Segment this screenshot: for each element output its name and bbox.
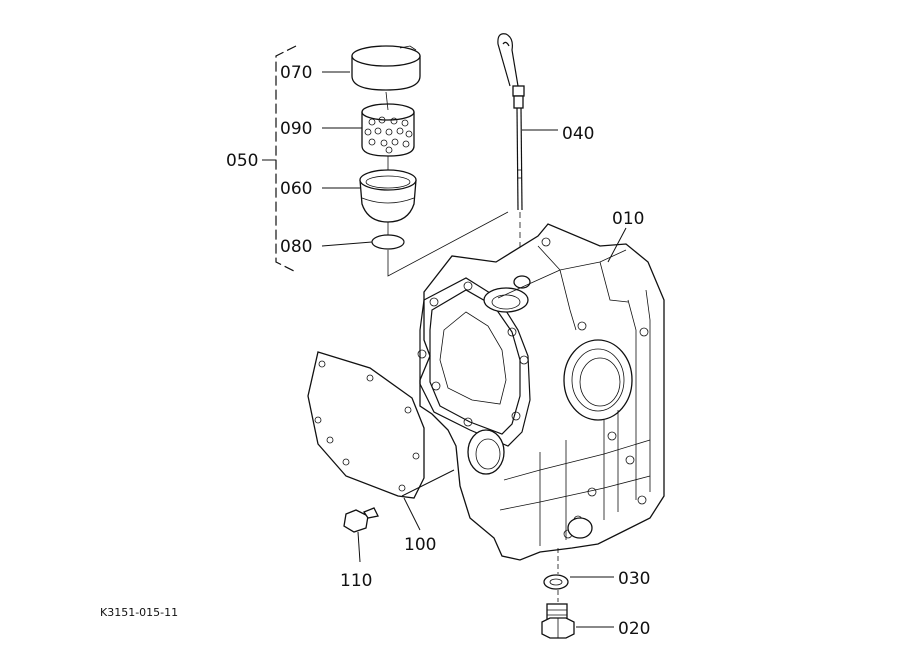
part-020-drain-plug[interactable] <box>541 603 575 639</box>
part-060-filter-case[interactable] <box>359 169 417 223</box>
part-040-dipstick[interactable] <box>497 33 525 270</box>
assembly-bracket-050 <box>262 45 297 273</box>
leader-lines <box>321 71 614 628</box>
part-010-transmission-case[interactable] <box>417 223 665 561</box>
assembly-centerline-050 <box>385 91 509 277</box>
callout-090: 090 <box>280 119 312 139</box>
part-090-strainer-mesh[interactable] <box>361 103 415 157</box>
drawing-code: K3151-015-11 <box>100 606 178 619</box>
callout-080: 080 <box>280 237 312 257</box>
part-070-filter-cap[interactable] <box>351 45 421 91</box>
callout-100: 100 <box>404 535 436 555</box>
part-080-o-ring[interactable] <box>371 234 405 250</box>
callout-060: 060 <box>280 179 312 199</box>
part-100-gasket[interactable] <box>307 351 455 531</box>
callout-110: 110 <box>340 571 372 591</box>
callout-050: 050 <box>226 151 258 171</box>
callout-030: 030 <box>618 569 650 589</box>
part-110-bolt[interactable] <box>343 507 379 563</box>
callout-010: 010 <box>612 209 644 229</box>
callout-070: 070 <box>280 63 312 83</box>
part-030-washer[interactable] <box>543 574 569 590</box>
callout-020: 020 <box>618 619 650 639</box>
callout-040: 040 <box>562 124 594 144</box>
